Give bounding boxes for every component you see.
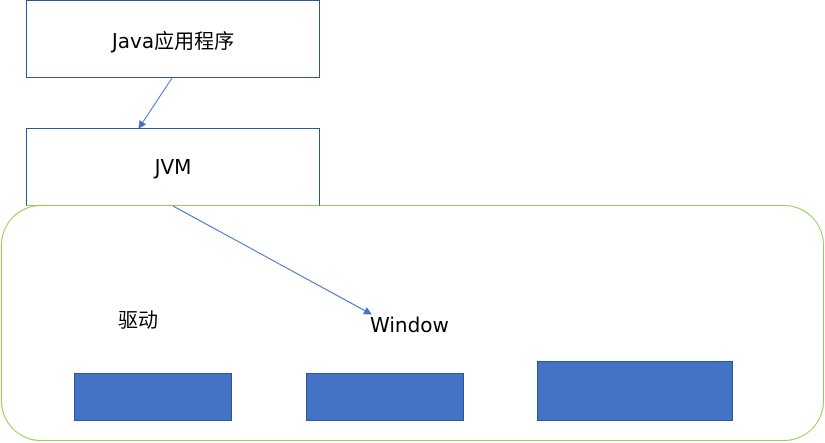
jvm-box: JVM (26, 128, 320, 206)
block-2 (306, 373, 464, 421)
java-app-box: Java应用程序 (26, 0, 320, 78)
java-app-label: Java应用程序 (111, 28, 235, 53)
jvm-label: JVM (154, 155, 192, 179)
driver-group (1, 205, 824, 441)
driver-label: 驱动 (118, 308, 158, 332)
block-1 (74, 373, 232, 421)
arrow-jvm-to-window (172, 205, 372, 315)
window-label: Window (370, 313, 449, 337)
arrow-app-to-jvm (138, 77, 173, 129)
block-3 (537, 361, 733, 421)
